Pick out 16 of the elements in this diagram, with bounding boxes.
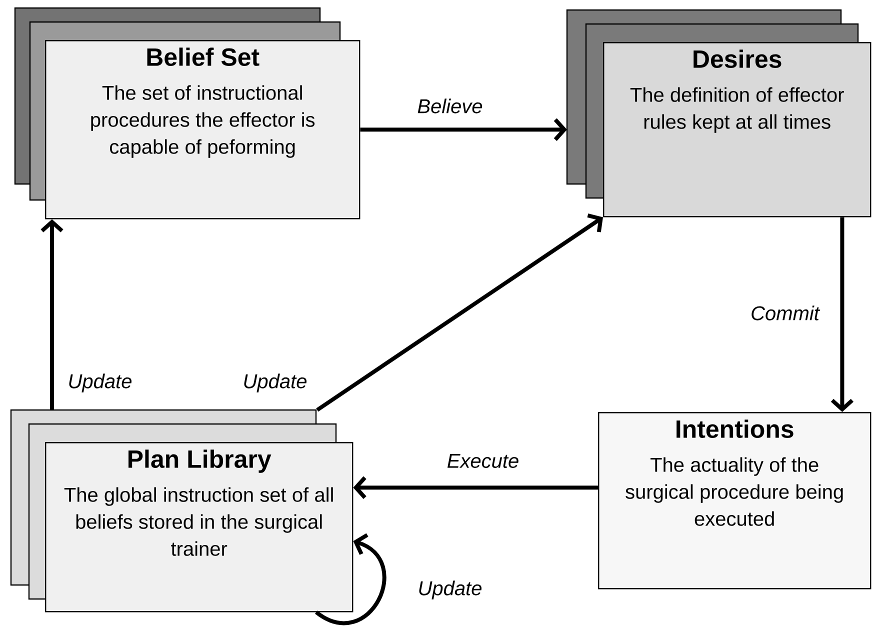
process-box: Belief Set The set of instructional procedures the effector is capable of peforming: [45, 40, 360, 220]
arrow: [40, 219, 64, 410]
edge-label: Update: [66, 372, 134, 394]
arrow: [316, 214, 603, 412]
edge-label: Update: [242, 372, 308, 394]
arrow: [830, 217, 854, 412]
process-box: Desires The definition of effector rules kept at all times: [603, 42, 872, 218]
process-box: Intentions The actuality of the surgical procedure being executed: [598, 412, 872, 590]
process-box: Plan Library The global instruction set of all beliefs stored in the surgical trainer: [45, 442, 354, 612]
edge-label: Execute: [446, 453, 520, 469]
edge-label: Update: [416, 580, 484, 600]
edge-label: Believe: [416, 98, 484, 114]
arrow: [353, 476, 598, 499]
arrow: [315, 533, 386, 626]
arrow: [360, 118, 567, 141]
edge-label: Commit: [750, 304, 820, 322]
